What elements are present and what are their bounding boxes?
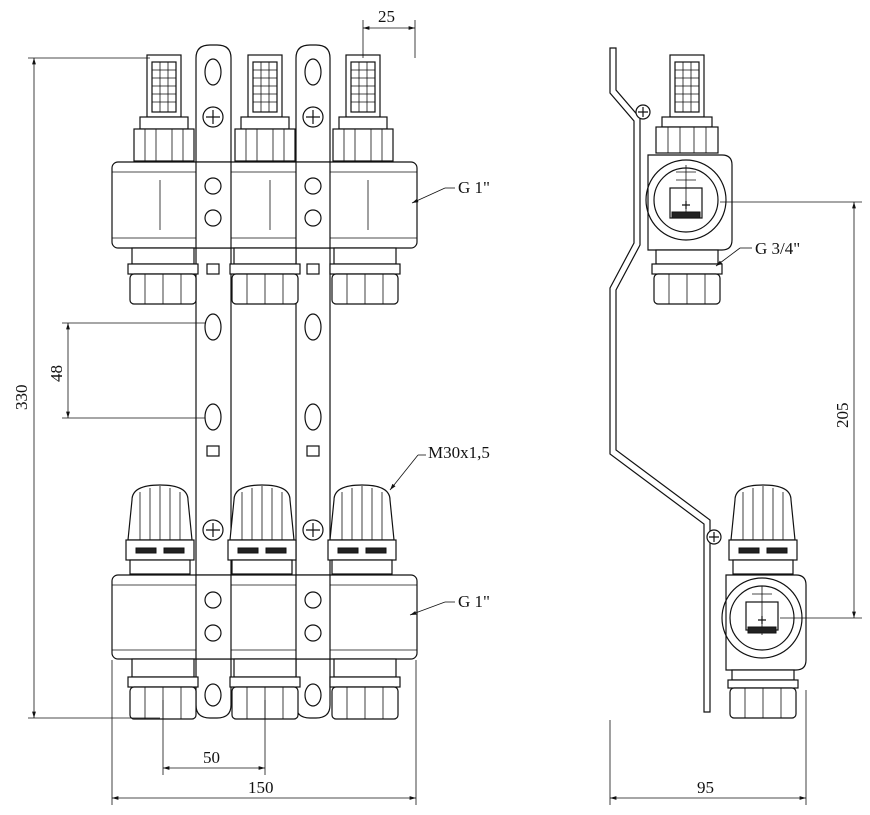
side-thread-label: G 3/4" [755, 239, 800, 258]
side-top-outlet [651, 249, 723, 305]
side-bottom-outlet [727, 669, 799, 719]
dimension-mount-spacing: 48 [47, 322, 205, 419]
side-valve-cap [728, 484, 798, 575]
side-top-body [645, 154, 733, 251]
leader-side-thread: G 3/4" [715, 239, 800, 267]
leader-top-thread: G 1" [411, 178, 490, 204]
top-outlet-2 [229, 247, 301, 305]
bottom-outlet-3 [329, 658, 401, 720]
dimension-side-height: 205 [720, 201, 862, 619]
leader-nut-thread: M30x1,5 [389, 443, 490, 491]
screw-top-left [202, 106, 224, 128]
top-manifold-body [111, 161, 418, 249]
dimension-side-depth: 95 [609, 690, 807, 805]
dimension-top-offset: 25 [362, 7, 416, 58]
dimension-total-width-label: 150 [248, 778, 274, 797]
flowmeter-1 [133, 54, 195, 162]
dimension-total-height-label: 330 [12, 385, 31, 411]
top-outlet-1 [127, 247, 199, 305]
top-outlet-3 [329, 247, 401, 305]
dimension-mount-spacing-label: 48 [47, 365, 66, 382]
bottom-manifold-body [111, 574, 418, 660]
front-view: 25 330 48 50 150 [12, 7, 490, 805]
flowmeter-2 [234, 54, 296, 162]
screw-bottom-right [302, 519, 324, 541]
valve-cap-3 [327, 484, 397, 575]
screw-bottom-left [202, 519, 224, 541]
flowmeter-3 [332, 54, 394, 162]
dimension-side-depth-label: 95 [697, 778, 714, 797]
side-bracket-profile [609, 47, 711, 713]
dimension-top-offset-label: 25 [378, 7, 395, 26]
dimension-outlet-pitch: 50 [162, 700, 266, 775]
side-flowmeter [655, 54, 719, 154]
side-view: 205 95 G 3/4" [609, 47, 862, 805]
valve-cap-1 [125, 484, 195, 575]
side-bottom-body [721, 574, 807, 671]
leader-bottom-thread: G 1" [409, 592, 490, 616]
dimension-total-width: 150 [111, 660, 417, 805]
dimension-side-height-label: 205 [833, 403, 852, 429]
nut-thread-label: M30x1,5 [428, 443, 490, 462]
valve-cap-2 [227, 484, 297, 575]
top-thread-label: G 1" [458, 178, 490, 197]
bottom-thread-label: G 1" [458, 592, 490, 611]
dimension-outlet-pitch-label: 50 [203, 748, 220, 767]
dimension-total-height: 330 [12, 57, 160, 719]
screw-top-right [302, 106, 324, 128]
